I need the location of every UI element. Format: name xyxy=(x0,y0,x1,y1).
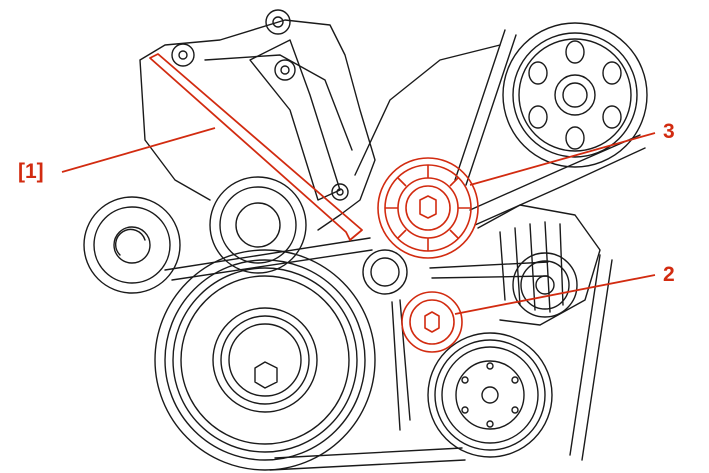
bracket-bolt xyxy=(171,43,195,67)
tool-callout-label: [1] xyxy=(18,160,44,183)
bracket-bolt xyxy=(331,183,349,201)
leader-line-idler xyxy=(454,274,656,315)
idler-callout-label: 2 xyxy=(663,263,675,286)
locking-tool xyxy=(149,53,363,241)
drive-belt xyxy=(164,29,646,471)
engine-block-outline xyxy=(139,19,501,231)
bracket-bolt xyxy=(265,9,291,35)
tensioner-pulley-highlight xyxy=(377,157,479,259)
bracket-bolt xyxy=(274,59,296,81)
water-pump-pulley xyxy=(209,176,307,274)
small-idler-pulley xyxy=(362,249,408,295)
power-steering-pulley xyxy=(83,196,181,294)
tensioner-callout-label: 3 xyxy=(663,120,675,143)
ac-compressor-pulley xyxy=(427,332,553,458)
engine-bracket xyxy=(249,39,341,201)
crankshaft-pulley xyxy=(154,249,376,471)
idler-pulley-highlight xyxy=(401,291,463,353)
camshaft-pulley xyxy=(502,22,648,168)
leader-line-tensioner xyxy=(469,132,656,186)
leader-line-tool xyxy=(61,127,216,173)
